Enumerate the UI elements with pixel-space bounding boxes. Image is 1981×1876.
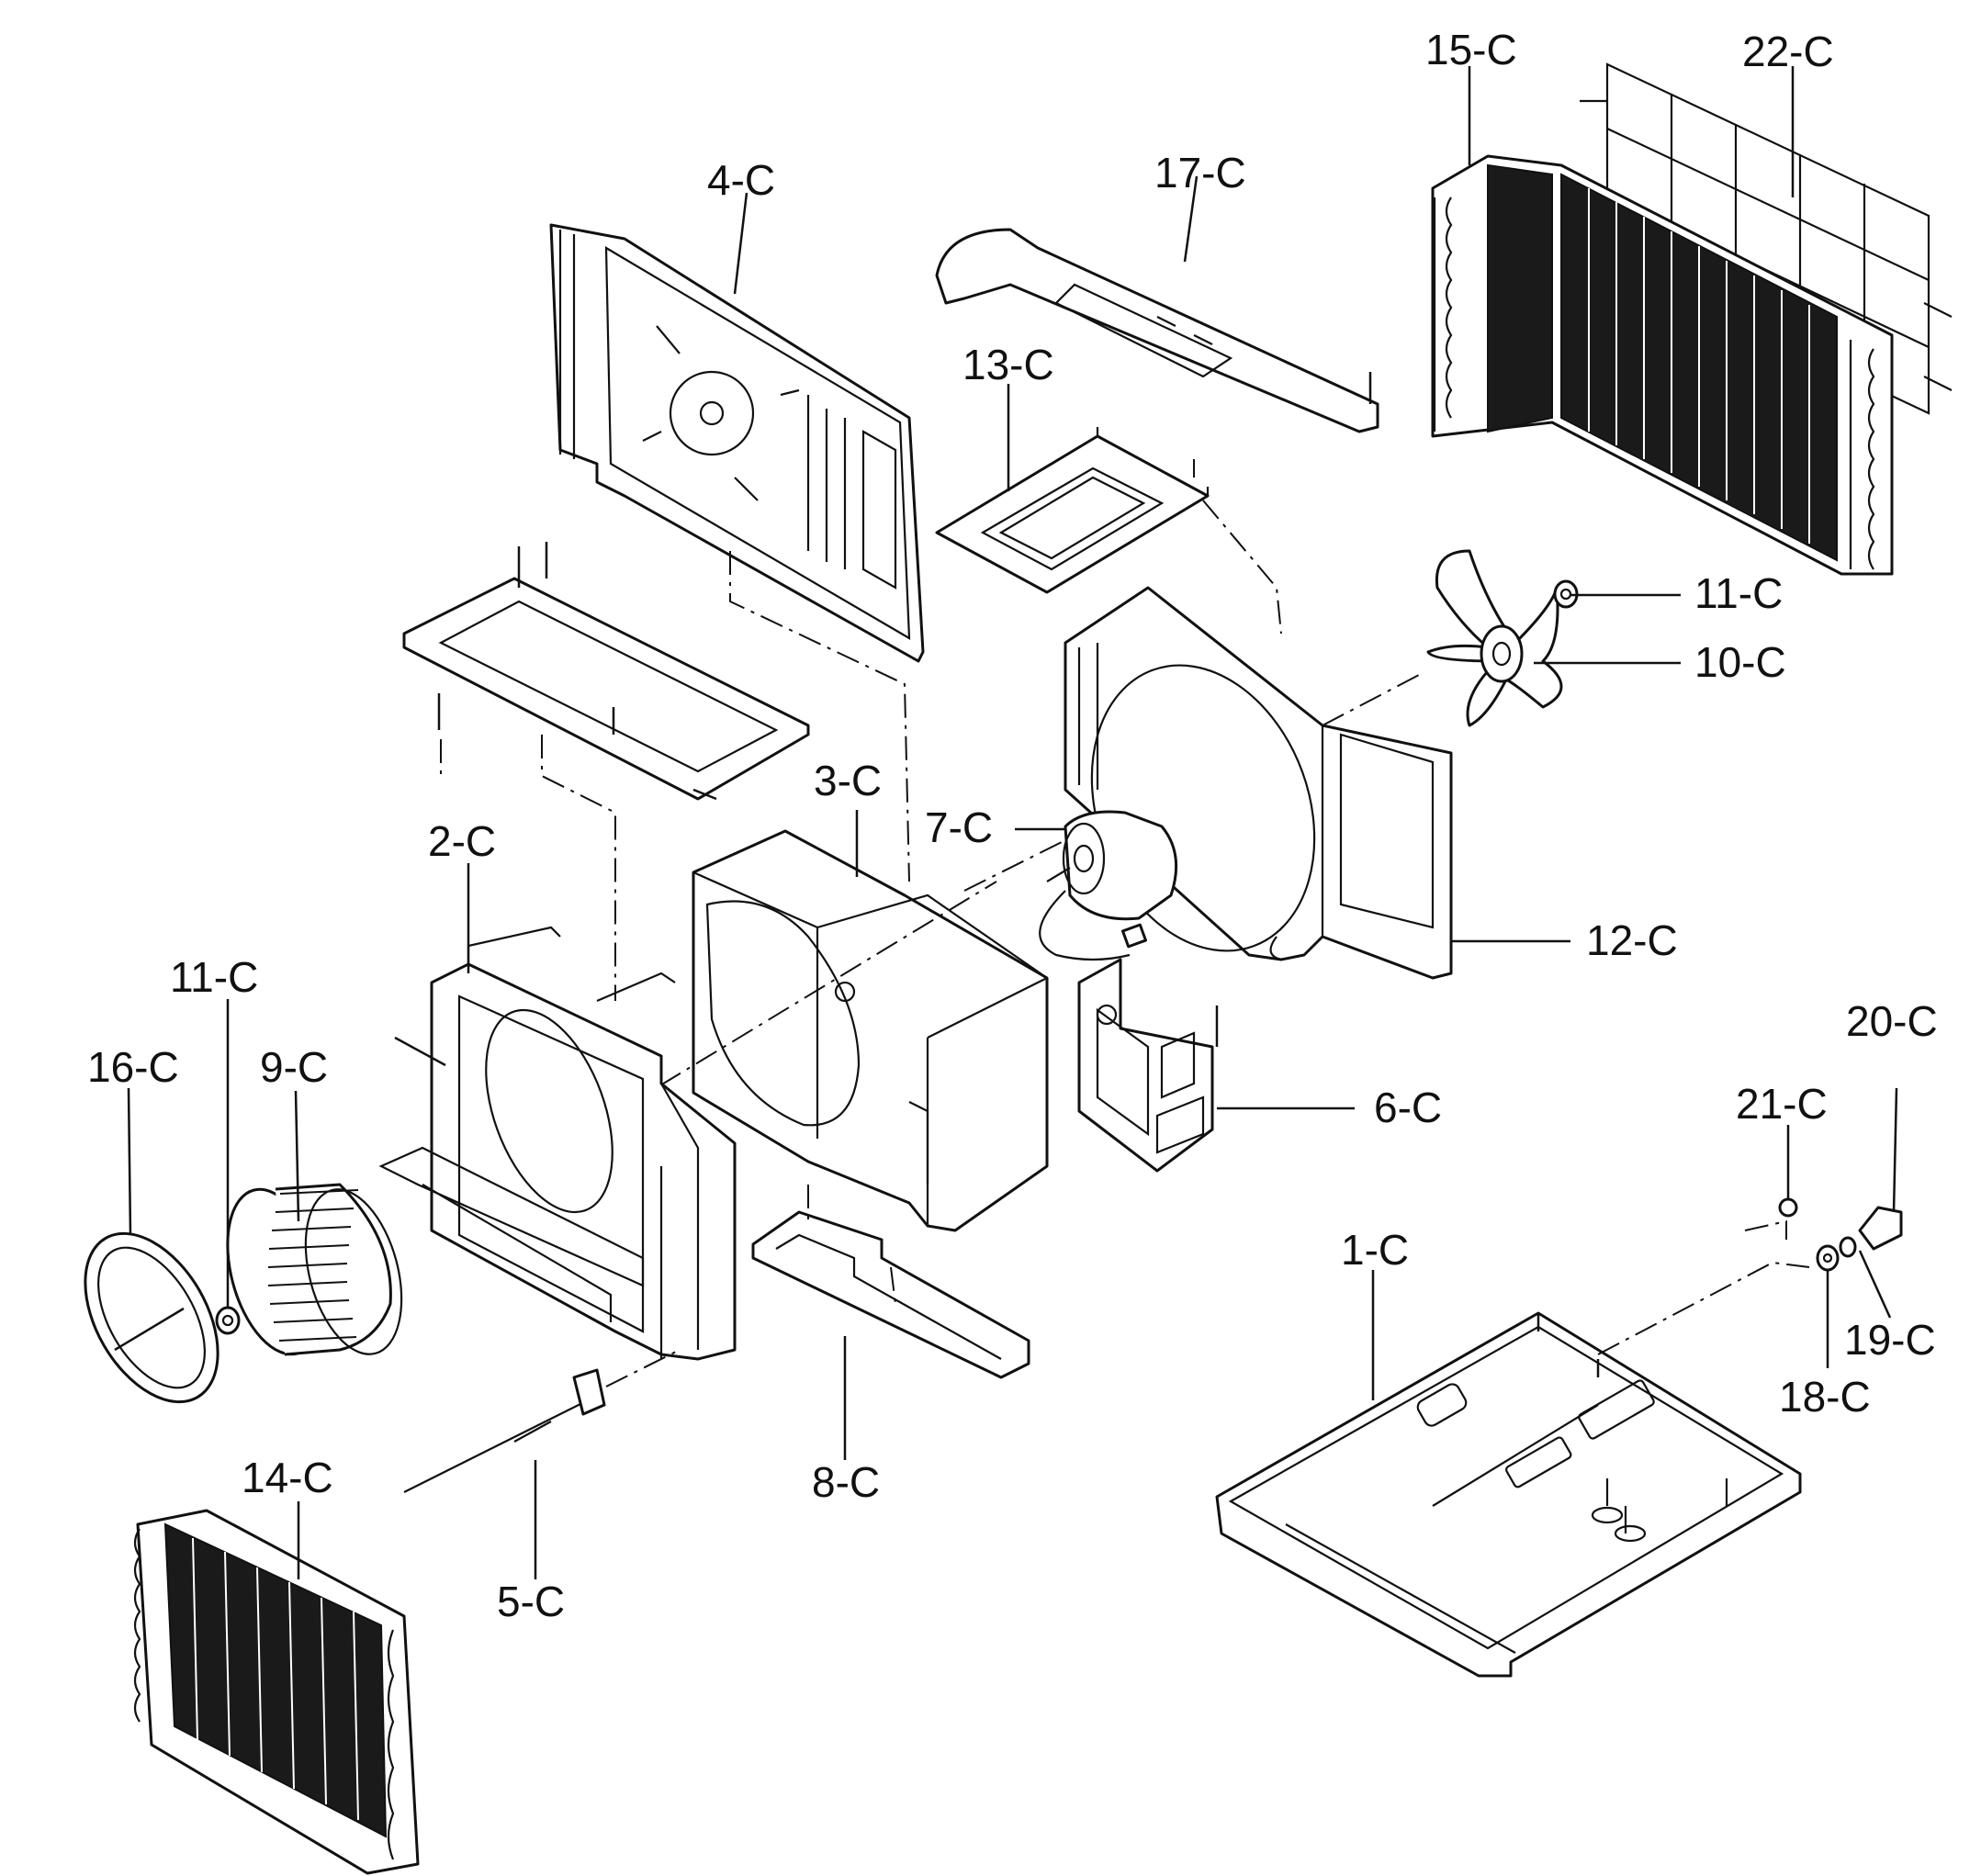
- label-14-c: 14-C: [242, 1454, 333, 1501]
- label-21-c: 21-C: [1736, 1080, 1828, 1128]
- part-15-condenser-coil: [1431, 154, 1894, 576]
- part-10-fan-blade: [1426, 549, 1563, 727]
- part-5-thermistor: [403, 1349, 681, 1493]
- label-6-c: 6-C: [1374, 1084, 1442, 1131]
- part-16-orifice-ring: [84, 1231, 219, 1404]
- label-12-c: 12-C: [1586, 916, 1678, 964]
- label-15-c: 15-C: [1425, 26, 1517, 73]
- part-top-plate: [402, 542, 810, 1001]
- label-20-c: 20-C: [1846, 997, 1938, 1045]
- part-13-bracket-plate: [935, 427, 1282, 635]
- part-3-fan-shroud: [587, 829, 1049, 1232]
- part-11-nut-left: [215, 1306, 241, 1335]
- part-17-top-cover: [935, 228, 1379, 433]
- part-4-back-panel: [549, 223, 925, 882]
- label-11-c-right: 11-C: [1694, 569, 1783, 617]
- part-14-evaporator-coil: [133, 1509, 420, 1875]
- label-2-c: 2-C: [428, 817, 496, 865]
- label-10-c: 10-C: [1694, 638, 1786, 686]
- part-18-washer: [1816, 1244, 1840, 1272]
- label-3-c: 3-C: [814, 757, 882, 804]
- label-18-c: 18-C: [1779, 1373, 1871, 1421]
- part-6-control-box: [1077, 958, 1219, 1173]
- label-9-c: 9-C: [260, 1043, 328, 1091]
- label-5-c: 5-C: [497, 1578, 565, 1625]
- part-20-drain-elbow: [1858, 1206, 1903, 1251]
- leader-lines: [127, 66, 1898, 1579]
- label-1-c: 1-C: [1341, 1226, 1409, 1274]
- part-8-drain-channel: [751, 1185, 1030, 1379]
- part-2-evaporator-frame: [394, 926, 737, 1361]
- part-12-fan-partition: [963, 586, 1453, 980]
- label-19-c: 19-C: [1844, 1316, 1936, 1364]
- part-1-base-pan: [1215, 1219, 1810, 1678]
- part-7-fan-motor: [1039, 810, 1178, 961]
- label-13-c: 13-C: [962, 341, 1054, 388]
- part-21-cap: [1778, 1197, 1798, 1218]
- part-19-fitting: [1839, 1236, 1857, 1258]
- label-16-c: 16-C: [87, 1043, 179, 1091]
- label-7-c: 7-C: [925, 803, 993, 851]
- part-9-blower-wheel: [226, 1183, 403, 1356]
- label-4-c: 4-C: [707, 156, 775, 204]
- label-11-c-left: 11-C: [170, 953, 258, 1001]
- label-8-c: 8-C: [812, 1458, 880, 1506]
- part-drip-tray: [378, 1146, 645, 1322]
- label-22-c: 22-C: [1742, 28, 1834, 75]
- part-labels: 15-C 22-C 4-C 17-C 13-C 11-C 10-C 3-C 7-…: [87, 26, 1938, 1625]
- label-17-c: 17-C: [1154, 149, 1246, 197]
